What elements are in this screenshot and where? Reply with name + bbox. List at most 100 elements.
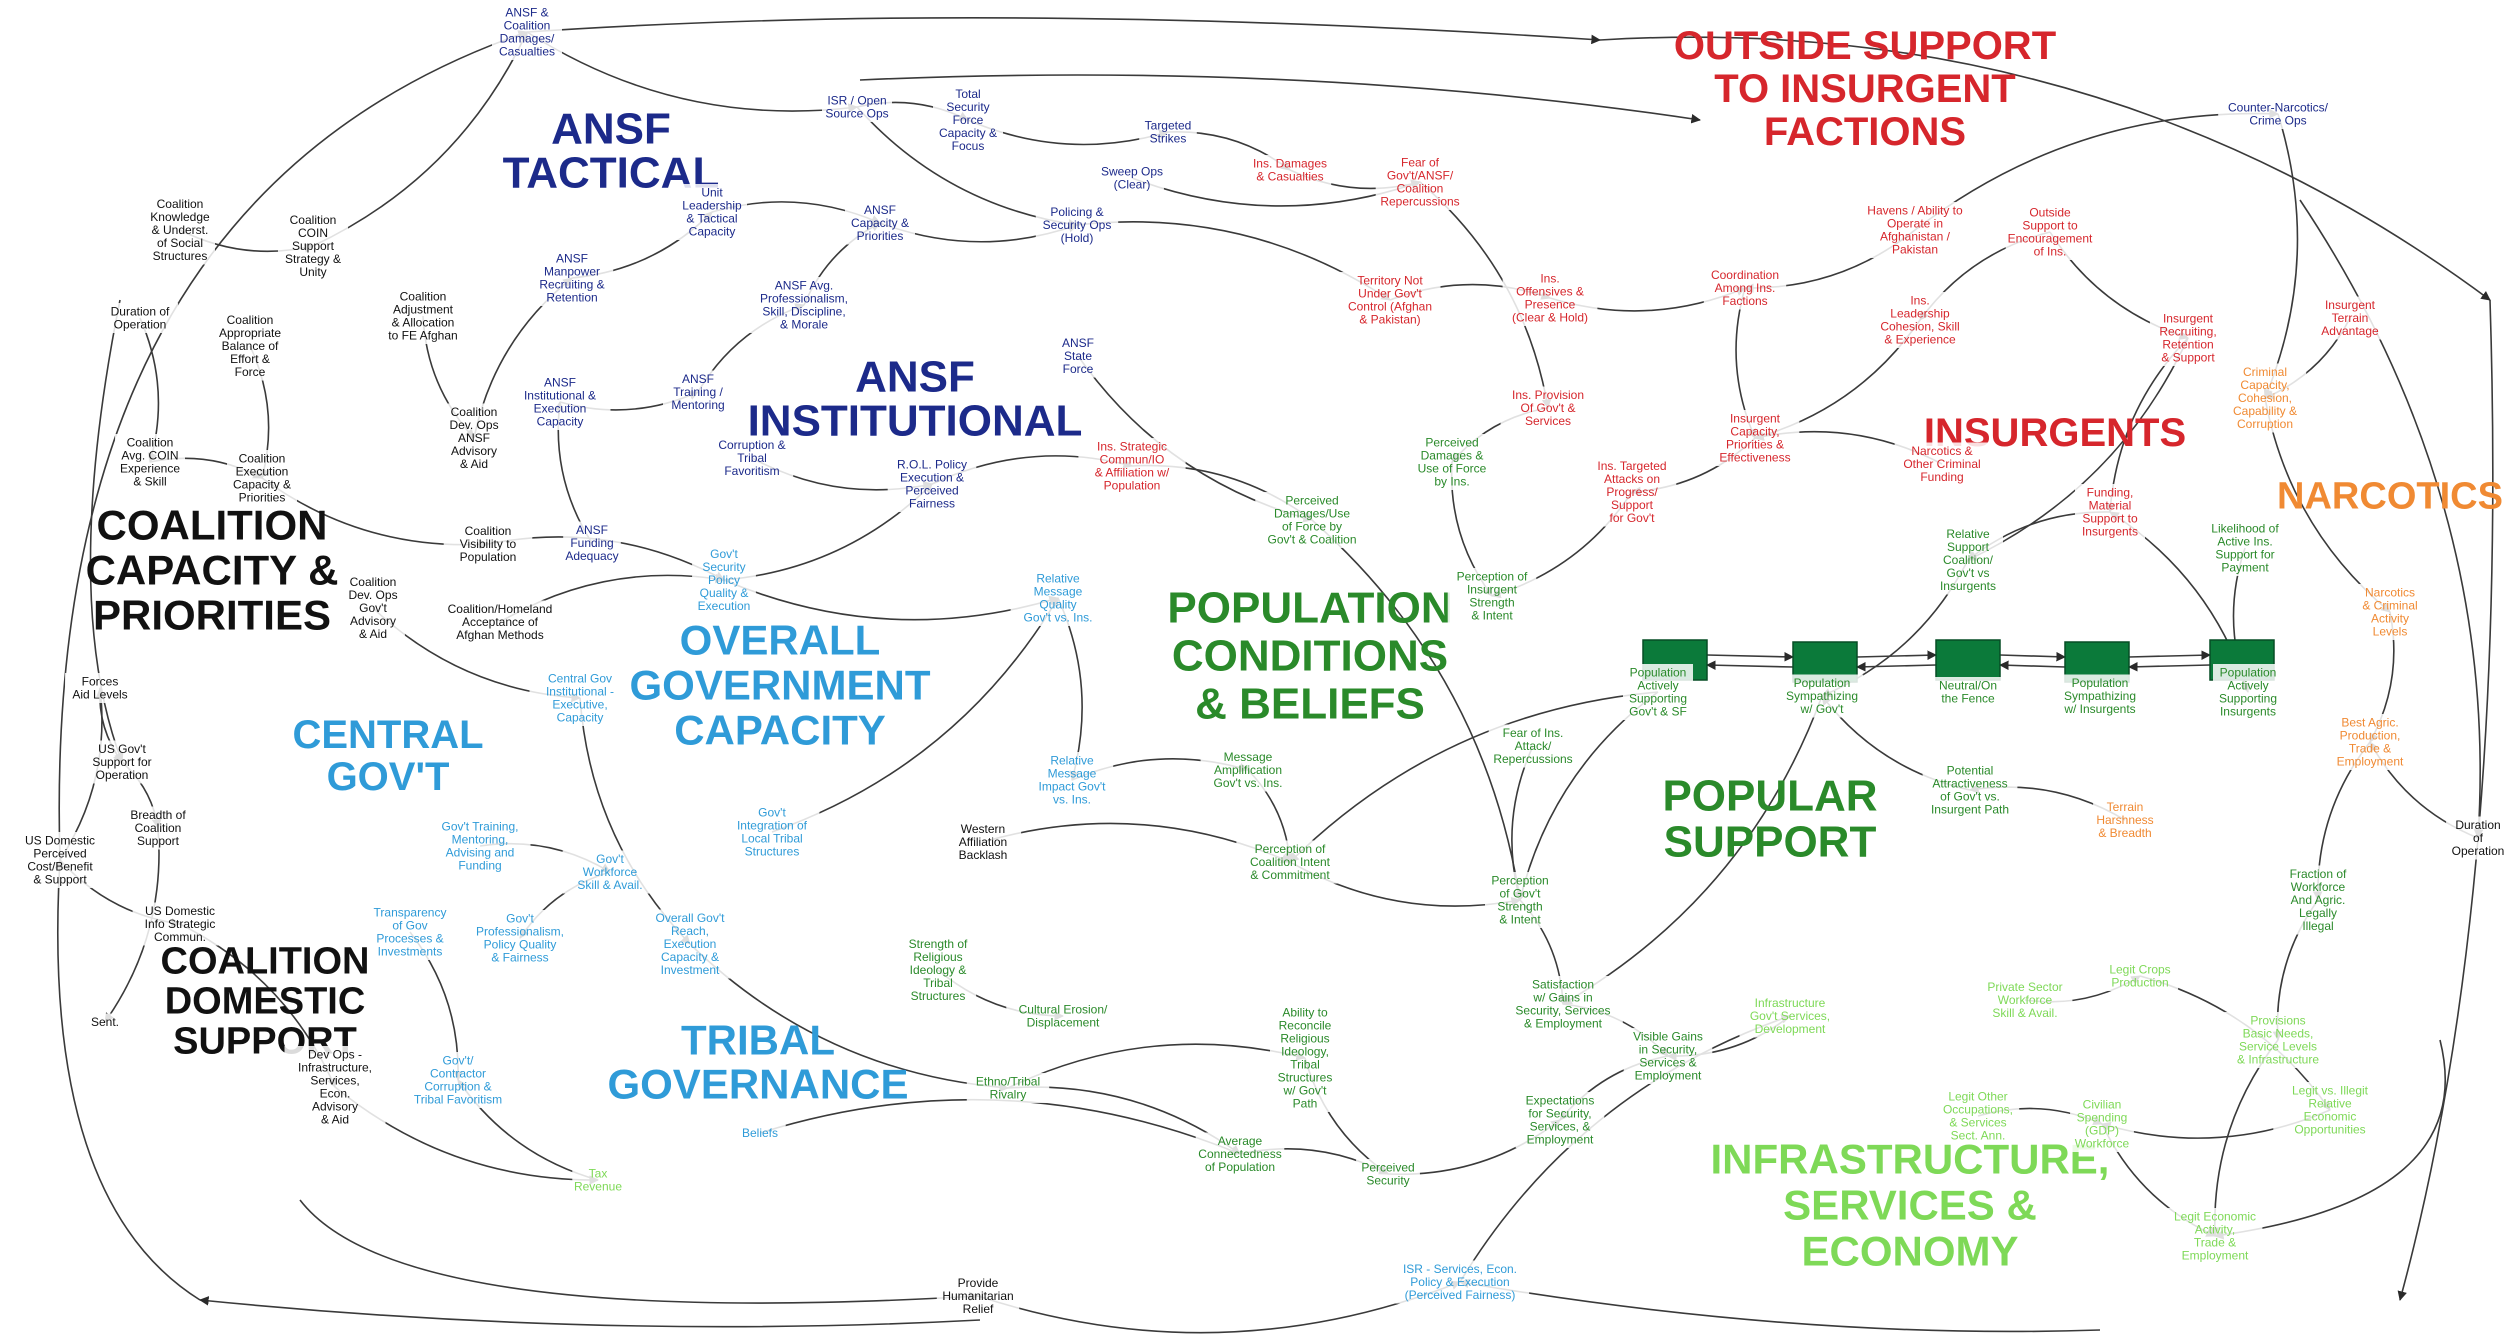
flow-arrow (1999, 651, 2066, 662)
connection-arrow (1459, 1278, 2101, 1333)
node-label-backdrop (1390, 1260, 1530, 1304)
connection-arrow (1289, 691, 1659, 863)
node-label-backdrop (1703, 266, 1787, 310)
region-label-infrastructure: INFRASTRUCTURE,SERVICES &ECONOMY (1711, 1136, 2110, 1275)
node-label-backdrop (466, 910, 574, 966)
node-beliefs: Beliefs (742, 1126, 778, 1140)
node-label-backdrop (429, 818, 531, 874)
node-label-backdrop (1058, 334, 1098, 378)
node-label-backdrop (2318, 296, 2382, 340)
connection-arrow (759, 1098, 1241, 1156)
node-label-backdrop (2279, 865, 2357, 935)
node-label-backdrop (101, 303, 179, 333)
connection-arrow (526, 31, 858, 113)
node-label-backdrop (933, 85, 1003, 155)
node-ins-offensives: Ins.Offensives &Presence(Clear & Hold) (1512, 272, 1588, 325)
node-label-backdrop (1739, 994, 1841, 1038)
node-label-backdrop (1977, 978, 2073, 1022)
node-ins-damages: Ins. Damages& Casualties (1253, 157, 1327, 184)
node-label-backdrop (1270, 1004, 1340, 1112)
node-ansf-avg-professionalism: ANSF Avg.Professionalism,Skill, Discipli… (760, 279, 848, 332)
node-label-backdrop (2200, 520, 2290, 576)
flow-arrow (2128, 661, 2211, 672)
node-label-backdrop (2213, 664, 2283, 720)
node-label-backdrop (115, 434, 185, 490)
node-policing-security-ops: Policing &Security Ops(Hold) (1043, 205, 1112, 245)
node-label-backdrop (1587, 457, 1677, 527)
connection-arrow (859, 74, 1701, 124)
node-label-backdrop (2223, 363, 2307, 433)
flow-arrow (1999, 660, 2066, 671)
node-label-backdrop (2331, 714, 2409, 770)
node-cultural-erosion: Cultural Erosion/Displacement (1019, 1003, 1108, 1030)
node-label-backdrop (1623, 1028, 1713, 1084)
flow-arrow (1706, 652, 1794, 662)
node-label-backdrop (1100, 163, 1164, 193)
connection-arrow (977, 1280, 1461, 1334)
node-sent: Sent. (91, 1015, 119, 1029)
node-label-backdrop (1236, 840, 1344, 884)
node-label-backdrop (211, 311, 289, 381)
node-label-backdrop (899, 935, 977, 1005)
node-label-backdrop (1485, 872, 1555, 928)
node-label-backdrop (1852, 202, 1978, 258)
node-label-backdrop (663, 370, 733, 414)
connection-arrow (723, 579, 1059, 621)
node-label-backdrop (1488, 724, 1578, 768)
population-stock-box (1935, 639, 2001, 681)
node-label-backdrop (530, 250, 614, 306)
node-label-backdrop (85, 1013, 125, 1031)
node-sweep-ops: Sweep Ops(Clear) (1101, 165, 1163, 192)
node-label-backdrop (1780, 674, 1864, 718)
node-label-backdrop (1339, 272, 1441, 328)
node-label-backdrop (2273, 1082, 2387, 1138)
connection-arrow (199, 1296, 981, 1328)
node-label-backdrop (529, 670, 631, 726)
connection-arrow (299, 1199, 979, 1304)
node-label-backdrop (1248, 155, 1332, 185)
node-label-backdrop (1078, 438, 1186, 494)
node-label-backdrop (1515, 1092, 1605, 1148)
